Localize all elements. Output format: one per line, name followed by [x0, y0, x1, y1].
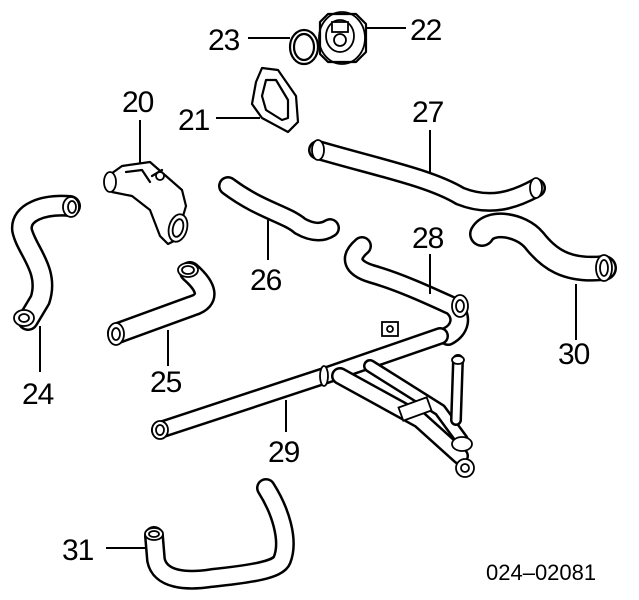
label-27: 27: [412, 96, 444, 129]
part-31-hose: [144, 478, 295, 590]
part-21-gasket: [250, 66, 300, 134]
label-28: 28: [412, 222, 444, 255]
label-20: 20: [122, 86, 154, 119]
label-23: 23: [208, 24, 240, 57]
part-20-housing: [103, 160, 189, 246]
label-22: 22: [410, 14, 442, 47]
part-27-hose: [308, 139, 546, 212]
label-25: 25: [150, 366, 182, 399]
label-26: 26: [250, 264, 282, 297]
label-21: 21: [178, 104, 210, 137]
leader-lines: [39, 27, 577, 549]
part-28-hose: [343, 236, 470, 346]
part-29-pipe-assembly: [151, 321, 475, 478]
label-24: 24: [22, 378, 54, 411]
part-22-thermostat: [318, 11, 368, 65]
label-29: 29: [268, 436, 300, 469]
label-30: 30: [558, 338, 590, 371]
part-23-o-ring: [288, 28, 320, 66]
part-30-hose: [469, 212, 617, 282]
label-31: 31: [62, 534, 94, 567]
part-25-hose: [107, 261, 216, 346]
part-24-hose: [11, 194, 81, 331]
reference-code: 024–02081: [486, 560, 596, 585]
part-26-hose: [218, 176, 340, 242]
